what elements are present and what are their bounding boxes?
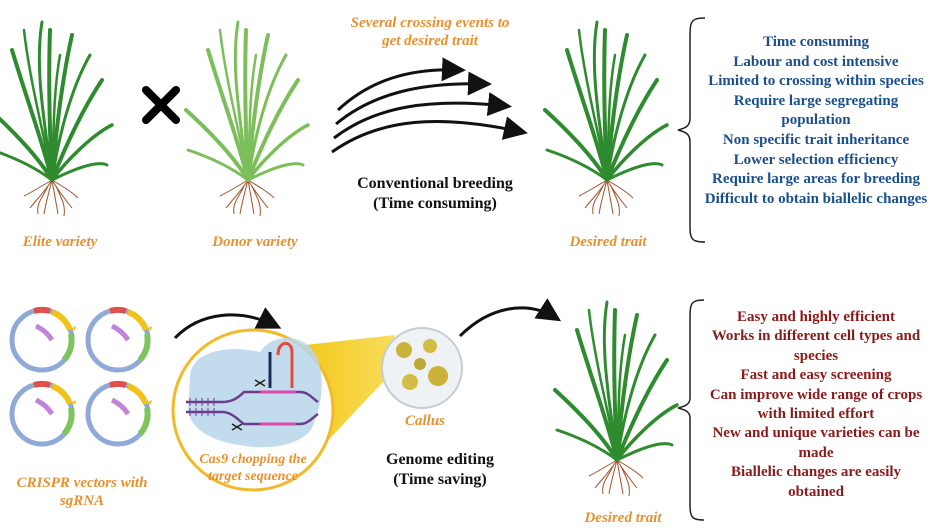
drawback-item: population	[781, 112, 851, 129]
advantage-item: Biallelic changes are easily	[730, 464, 902, 481]
advantage-item: Works in different cell types and	[711, 328, 921, 345]
advantage-item: New and unique varieties can be	[712, 425, 920, 442]
desired-trait-label-bottom: Desired trait	[584, 510, 662, 526]
arrow-to-plant	[458, 298, 562, 338]
callus-dish	[381, 327, 463, 409]
advantage-item: Can improve wide range of crops	[709, 386, 923, 403]
drawback-item: Limited to crossing within species	[708, 73, 924, 90]
crispr-vectors-label: CRISPR vectors with sgRNA	[16, 475, 148, 509]
drawback-item: Difficult to obtain biallelic changes	[704, 190, 928, 207]
crossing-arrows	[331, 57, 528, 154]
advantage-item: Easy and highly efficient	[737, 309, 895, 325]
drawbacks-brace	[677, 17, 706, 243]
cross-icon	[142, 86, 180, 124]
desired-plant-top	[543, 20, 669, 218]
plasmid-icon	[88, 310, 152, 370]
advantage-item: obtained	[788, 483, 844, 500]
plasmid-icon	[12, 310, 76, 370]
arrow-to-cas9	[173, 307, 282, 340]
conventional-breeding-label: Conventional breeding (Time consuming)	[357, 175, 513, 212]
desired-trait-label-top: Desired trait	[569, 234, 647, 250]
advantage-item: with limited effort	[757, 406, 875, 423]
genome-editing-label: Genome editing (Time saving)	[386, 451, 494, 488]
drawback-item: Lower selection efficiency	[733, 151, 899, 168]
advantages-list: Easy and highly efficient Works in diffe…	[698, 308, 934, 502]
drawback-item: Require large segregating	[733, 92, 899, 109]
cas9-label: Cas9 chopping the target sequence	[199, 452, 307, 484]
callus-label: Callus	[404, 413, 446, 429]
drawbacks-list: Time consuming Labour and cost intensive…	[698, 33, 934, 209]
cas9-circle	[171, 328, 335, 492]
elite-variety-label: Elite variety	[22, 234, 98, 250]
elite-plant	[0, 20, 114, 218]
crossing-note: Several crossing events to get desired t…	[350, 15, 510, 49]
drawback-item: Require large areas for breeding	[711, 171, 921, 188]
drawback-item: Labour and cost intensive	[733, 53, 899, 70]
advantage-item: made	[798, 444, 834, 461]
advantage-item: Fast and easy screening	[740, 367, 892, 384]
donor-variety-label: Donor variety	[212, 234, 298, 250]
donor-plant	[184, 20, 310, 218]
advantage-item: species	[793, 347, 839, 364]
desired-plant-bottom	[553, 300, 679, 498]
plasmid-icon	[12, 384, 76, 444]
drawback-item: Non specific trait inheritance	[722, 131, 910, 148]
drawback-item: Time consuming	[763, 34, 869, 50]
plasmid-icon	[88, 384, 152, 444]
advantages-brace	[677, 299, 705, 521]
